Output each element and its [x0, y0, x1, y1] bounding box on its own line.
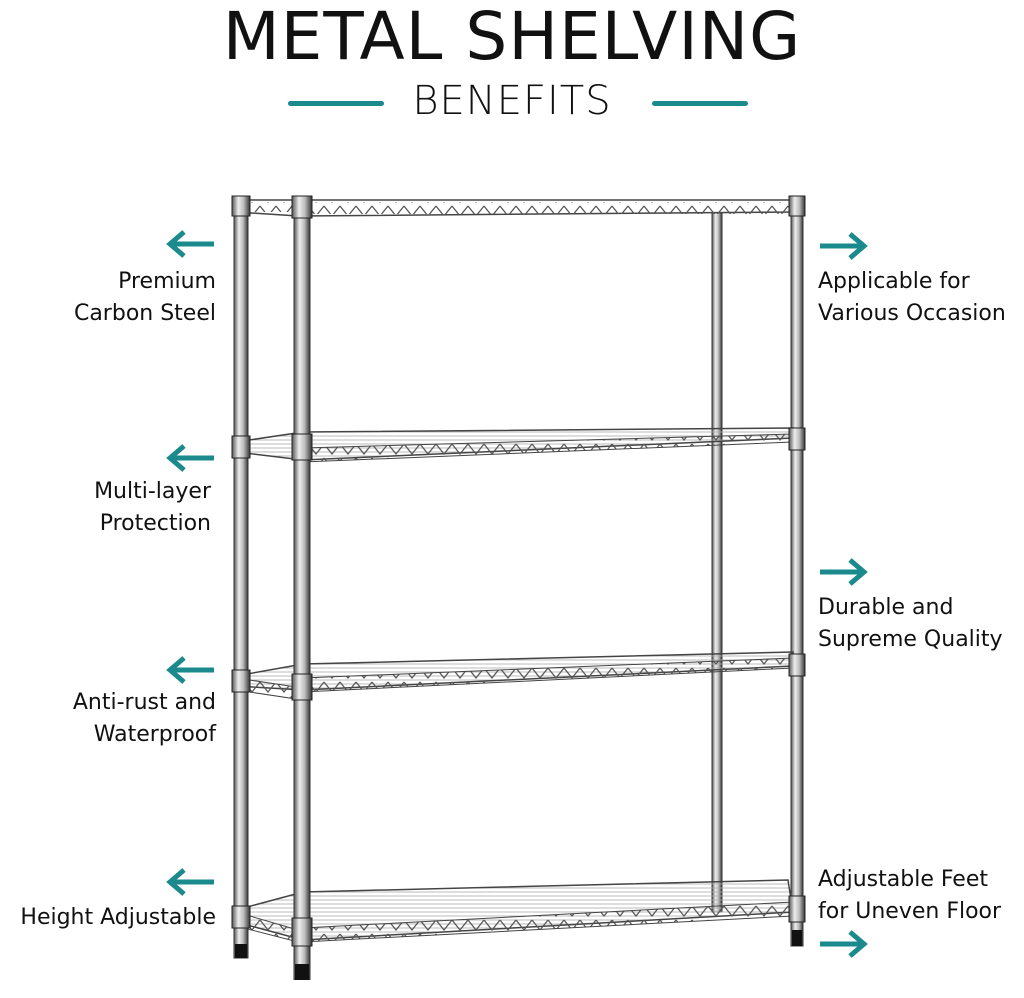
shelving-rack-illustration	[231, 195, 806, 980]
benefit-various-occasion: Applicable for Various Occasion	[818, 269, 1006, 326]
subtitle-row: BENEFITS	[0, 78, 1024, 128]
arrow-left-icon	[166, 230, 214, 258]
arrow-left-icon	[166, 444, 214, 472]
arrow-left-icon	[166, 868, 214, 896]
decorative-rule-left	[288, 101, 384, 106]
shelf-4	[235, 879, 794, 943]
benefit-multi-layer-protection: Multi-layer Protection	[94, 479, 211, 536]
arrow-left-icon	[166, 656, 214, 684]
arrow-right-icon	[820, 930, 868, 958]
arrow-right-icon	[820, 232, 868, 260]
shelf-3	[235, 651, 794, 701]
benefit-adjustable-feet: Adjustable Feet for Uneven Floor	[818, 867, 1002, 924]
benefit-height-adjustable: Height Adjustable	[20, 905, 216, 930]
decorative-rule-right	[652, 101, 748, 106]
benefit-anti-rust-waterproof: Anti-rust and Waterproof	[72, 690, 216, 747]
page-subtitle: BENEFITS	[412, 78, 612, 124]
benefit-durable-quality: Durable and Supreme Quality	[818, 595, 1003, 652]
arrow-right-icon	[820, 558, 868, 586]
shelf-2	[235, 427, 794, 463]
page-title: METAL SHELVING	[222, 0, 802, 75]
shelf-1	[235, 199, 794, 217]
benefit-premium-carbon-steel: Premium Carbon Steel	[73, 269, 216, 326]
